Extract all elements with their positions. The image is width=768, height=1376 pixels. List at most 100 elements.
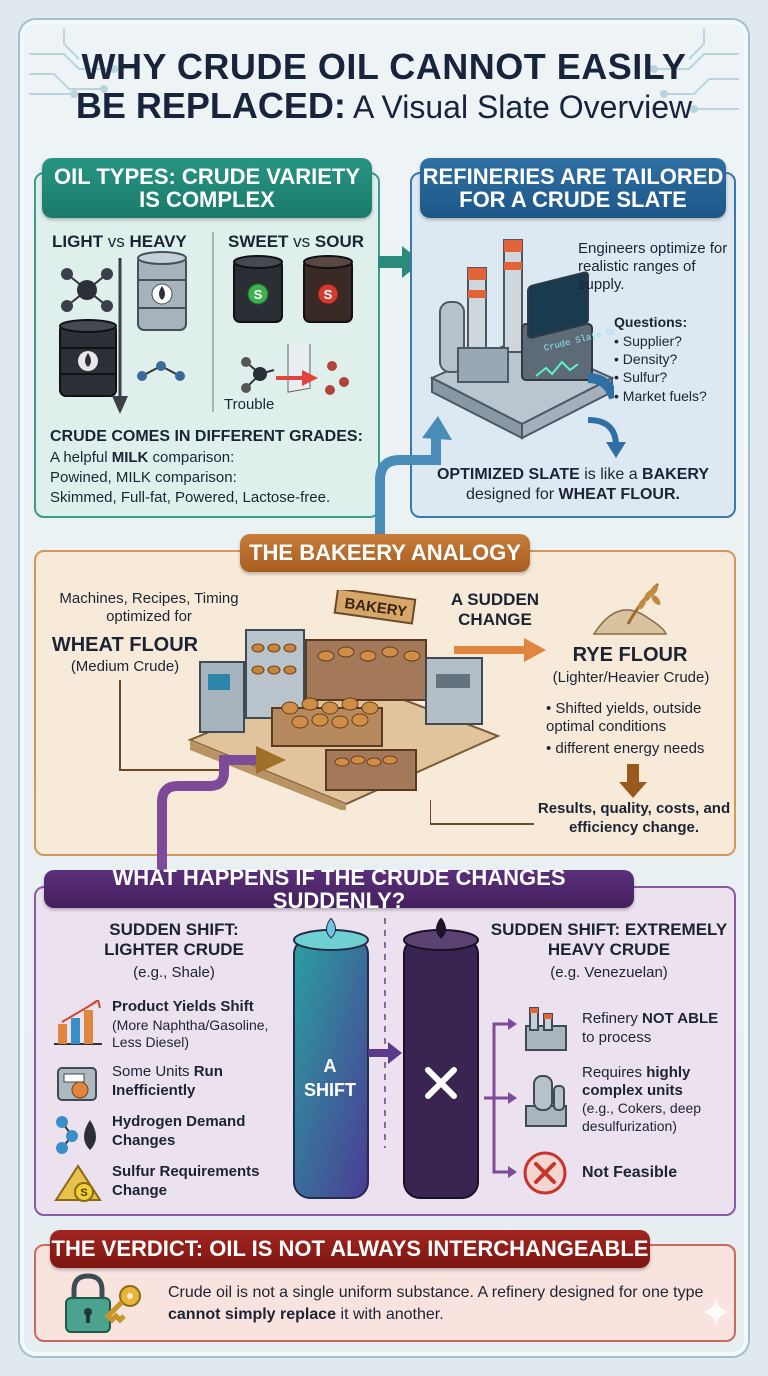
wheat-flour-label: WHEAT FLOUR <box>51 634 199 656</box>
verdict-header: THE VERDICT: OIL IS NOT ALWAYS INTERCHAN… <box>50 1230 650 1268</box>
verdict-text-b: cannot simply replace <box>168 1305 337 1323</box>
rye-flour-label: RYE FLOUR <box>572 644 688 666</box>
dashed-divider <box>384 918 386 1148</box>
light-molecule-icon <box>61 268 113 312</box>
slate-bold-1: OPTIMIZED SLATE <box>436 466 580 483</box>
bakery-header: THE BAKEERY ANALOGY <box>240 534 530 572</box>
down-arrow-icon <box>112 258 128 414</box>
trouble-label: Trouble <box>224 396 275 413</box>
grades-line-2: Powined, MILK comparison: <box>50 469 237 486</box>
crude-change-header: WHAT HAPPENS IF THE CRUDE CHANGES SUDDEN… <box>44 866 634 912</box>
results-text: Results, quality, costs, and efficiency … <box>537 800 731 836</box>
r2-a: Requires <box>582 1064 647 1081</box>
not-feasible-icon <box>523 1151 567 1195</box>
question-list: • Supplier? • Density? • Sulfur? • Marke… <box>614 332 707 405</box>
rye-sub-label: (Lighter/Heavier Crude) <box>552 669 710 686</box>
question-item: • Density? <box>614 351 678 368</box>
r1-a: Refinery <box>582 1010 643 1027</box>
vs-label: vs <box>288 232 315 251</box>
wheat-connector-line <box>119 680 226 771</box>
medium-crude-label: (Medium Crude) <box>70 658 180 675</box>
item2-c: Inefficiently <box>112 1081 196 1099</box>
slate-mid-1: is like a <box>579 466 643 483</box>
verdict-text-c: it with another. <box>336 1305 444 1323</box>
left-shift-title: SUDDEN SHIFT: LIGHTER CRUDE <box>104 920 244 960</box>
light-vs-heavy-label: LIGHT vs HEAVY <box>52 232 187 252</box>
title-line-2-rest: A Visual Slate Overview <box>345 88 693 125</box>
connector-arrow-3 <box>157 746 286 872</box>
sparkle-icon <box>702 1298 730 1326</box>
rye-flour-icon <box>592 582 668 635</box>
grades-line-1-c: comparison: <box>148 449 235 466</box>
slate-mid-2: designed for <box>466 486 559 503</box>
machines-text: Machines, Recipes, Timing optimized for <box>59 590 239 625</box>
left-shift-sub: (e.g., Shale) <box>133 964 215 981</box>
refinery-small-icon <box>525 1007 567 1051</box>
sweet-vs-sour-label: SWEET vs SOUR <box>228 232 364 252</box>
results-connector-line <box>430 800 534 825</box>
hydrogen-icon <box>56 1116 96 1154</box>
bakery-illustration: BAKERY <box>187 590 501 810</box>
results-down-arrow <box>619 764 647 798</box>
gauge-icon <box>57 1067 97 1101</box>
grades-heading: CRUDE COMES IN DIFFERENT GRADES: <box>50 428 363 445</box>
rye-bullet-1: • Shifted yields, outside optimal condit… <box>546 700 702 735</box>
r1-c: to process <box>582 1028 652 1046</box>
item4-text: Sulfur Requirements Change <box>112 1163 260 1199</box>
heavy-label: HEAVY <box>129 232 187 251</box>
branch-arrows <box>484 1018 517 1178</box>
refinery-illustration: Crude Slate Optimization <box>429 239 614 440</box>
shift-label: A SHIFT <box>304 1056 356 1101</box>
circuit-decoration-left <box>29 29 118 98</box>
sweet-label: SWEET <box>228 232 289 251</box>
grades-line-1: A helpful MILK comparison: <box>50 449 234 466</box>
page-title: WHY CRUDE OIL CANNOT EASILY BE REPLACED:… <box>40 47 728 126</box>
optimized-slate-text: OPTIMIZED SLATE is like a BAKERY designe… <box>420 465 726 505</box>
grades-line-1-a: A helpful <box>50 449 112 466</box>
item2-a: Some Units <box>112 1063 194 1080</box>
panel-divider <box>212 232 214 412</box>
sudden-change-label: A SUDDEN CHANGE <box>450 590 540 630</box>
sour-barrel-letter: S <box>324 287 333 302</box>
right-item2: Requires highly complex units(e.g., Coke… <box>582 1064 732 1136</box>
title-line-2-bold: BE REPLACED: <box>75 84 346 126</box>
right-shift-sub: (e.g. Venezuelan) <box>550 964 668 981</box>
slate-bold-3: WHEAT FLOUR. <box>558 486 680 503</box>
sulfur-icon: S <box>54 1164 102 1202</box>
heavy-barrel-icon <box>59 319 117 397</box>
item1-sub: (More Naphtha/Gasoline, Less Diesel) <box>112 1017 269 1050</box>
grades-line-3: Skimmed, Full-fat, Powered, Lactose-free… <box>50 489 331 506</box>
refinery-intro: Engineers optimize for realistic ranges … <box>578 240 728 293</box>
right-shift-title: SUDDEN SHIFT: EXTREMELY HEAVY CRUDE <box>490 920 728 960</box>
questions-heading: Questions: <box>614 314 688 330</box>
circuit-decoration-right <box>650 29 739 113</box>
r2-c: (e.g., Cokers, deep desulfurization) <box>582 1100 702 1134</box>
vs-label: vs <box>103 232 130 251</box>
verdict-text-a: Crude oil is not a single uniform substa… <box>168 1284 704 1301</box>
complex-unit-icon <box>525 1075 567 1127</box>
sweet-barrel-letter: S <box>254 287 263 302</box>
sudden-change-arrow <box>454 638 546 662</box>
oil-types-header: OIL TYPES: CRUDE VARIETY IS COMPLEX <box>42 158 372 218</box>
heavy-crude-column <box>403 918 479 1199</box>
sour-barrel-icon: S <box>303 255 353 323</box>
sulfur-filter-icon <box>241 344 349 395</box>
slate-bold-2: BAKERY <box>642 466 710 483</box>
light-label: LIGHT <box>52 232 103 251</box>
sweet-barrel-icon: S <box>233 255 283 323</box>
question-item: • Market fuels? <box>614 387 707 404</box>
sulfur-icon-letter: S <box>80 1187 87 1199</box>
right-item1: Refinery NOT ABLE to process <box>582 1010 732 1048</box>
sour-label: SOUR <box>314 232 365 251</box>
refineries-header: REFINERIES ARE TAILORED FOR A CRUDE SLAT… <box>420 158 726 218</box>
verdict-text: Crude oil is not a single uniform substa… <box>168 1282 708 1325</box>
lighter-crude-column <box>293 918 369 1199</box>
light-barrel-icon <box>137 251 187 331</box>
curved-arrow-icon <box>587 417 626 458</box>
r2-b: highly complex units <box>582 1064 691 1099</box>
r1-b: NOT ABLE <box>642 1010 719 1027</box>
item1-title: Product Yields Shift <box>112 998 254 1015</box>
connector-arrow-2 <box>375 416 452 540</box>
small-molecule-icon <box>137 361 185 381</box>
